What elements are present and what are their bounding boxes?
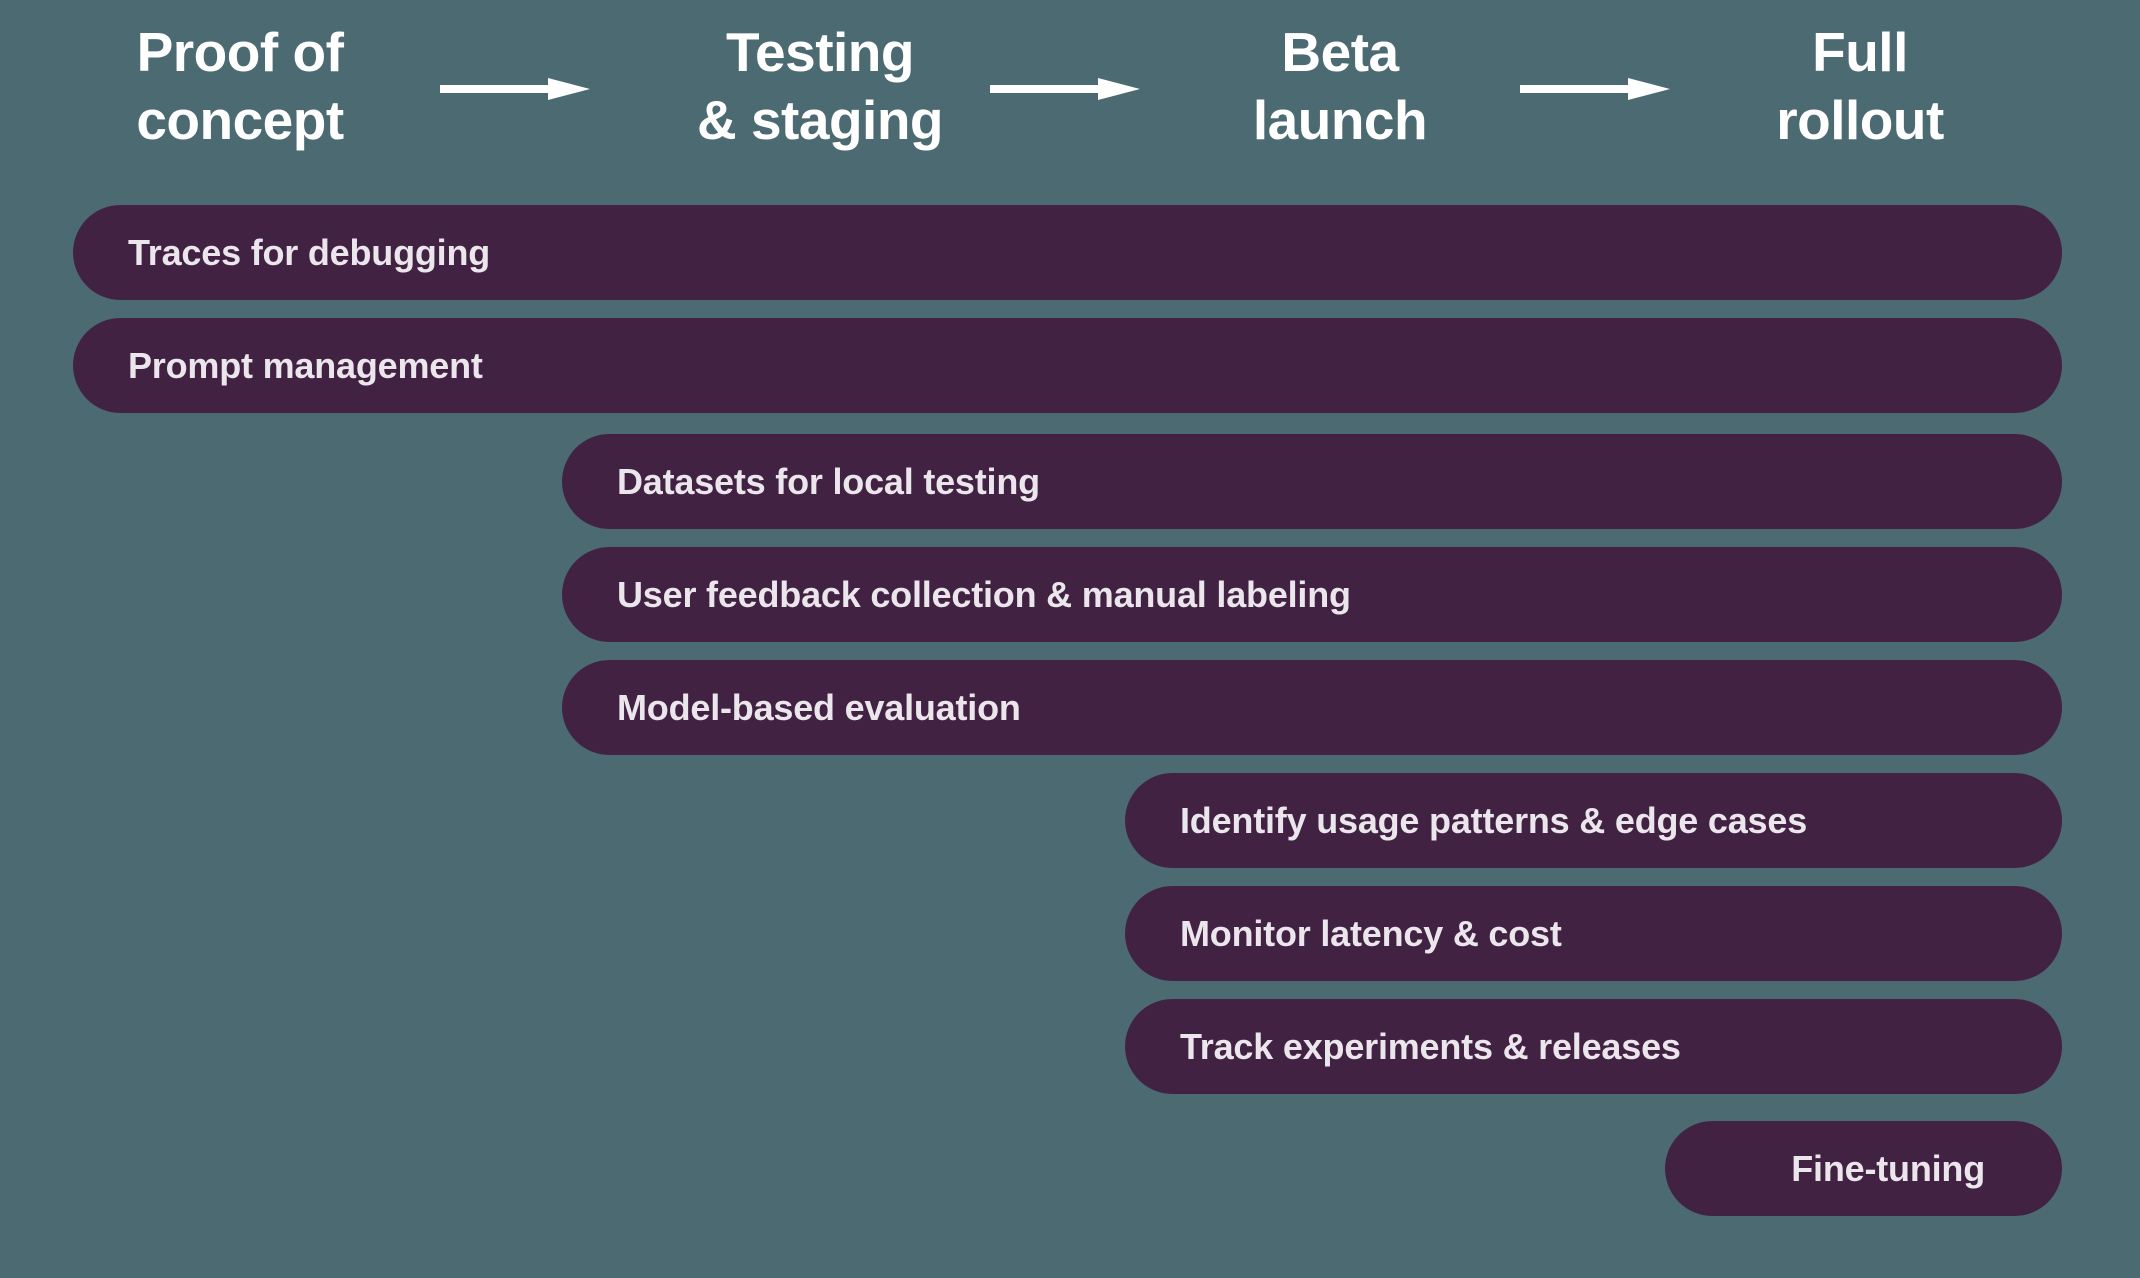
capability-bar-user-feedback-collection[interactable]: User feedback collection & manual labeli… (562, 547, 2062, 642)
phase-label-proof-of-concept: Proof of concept (136, 21, 344, 152)
arrow-right-icon (990, 78, 1140, 100)
capability-bar-fine-tuning[interactable]: Fine-tuning (1665, 1121, 2062, 1216)
capability-bar-label: Model-based evaluation (617, 686, 1021, 728)
capability-bar-track-experiments-and-releases[interactable]: Track experiments & releases (1125, 999, 2062, 1094)
capability-bar-prompt-management[interactable]: Prompt management (73, 318, 2062, 413)
phase-header-row: Proof of concept Testing & staging Beta … (0, 0, 2140, 180)
capability-bar-label: Prompt management (128, 344, 483, 386)
capability-bar-model-based-evaluation[interactable]: Model-based evaluation (562, 660, 2062, 755)
capability-bar-label: Traces for debugging (128, 231, 491, 273)
capability-bar-label: User feedback collection & manual labeli… (617, 573, 1351, 615)
capability-bar-datasets-for-local-testing[interactable]: Datasets for local testing (562, 434, 2062, 529)
capability-bar-monitor-latency-and-cost[interactable]: Monitor latency & cost (1125, 886, 2062, 981)
capability-bar-label: Fine-tuning (1791, 1147, 1985, 1189)
capability-bar-label: Datasets for local testing (617, 460, 1040, 502)
capability-bar-identify-usage-patterns[interactable]: Identify usage patterns & edge cases (1125, 773, 2062, 868)
phase-label-full-rollout: Full rollout (1776, 21, 1944, 152)
capability-bar-traces-for-debugging[interactable]: Traces for debugging (73, 205, 2062, 300)
arrow-right-icon (1520, 78, 1670, 100)
capability-bar-label: Monitor latency & cost (1180, 912, 1562, 954)
capability-bar-label: Track experiments & releases (1180, 1025, 1681, 1067)
phase-label-beta-launch: Beta launch (1252, 21, 1428, 152)
capability-bar-label: Identify usage patterns & edge cases (1180, 799, 1808, 841)
arrow-right-icon (440, 78, 590, 100)
phase-label-testing-and-staging: Testing & staging (696, 21, 944, 152)
